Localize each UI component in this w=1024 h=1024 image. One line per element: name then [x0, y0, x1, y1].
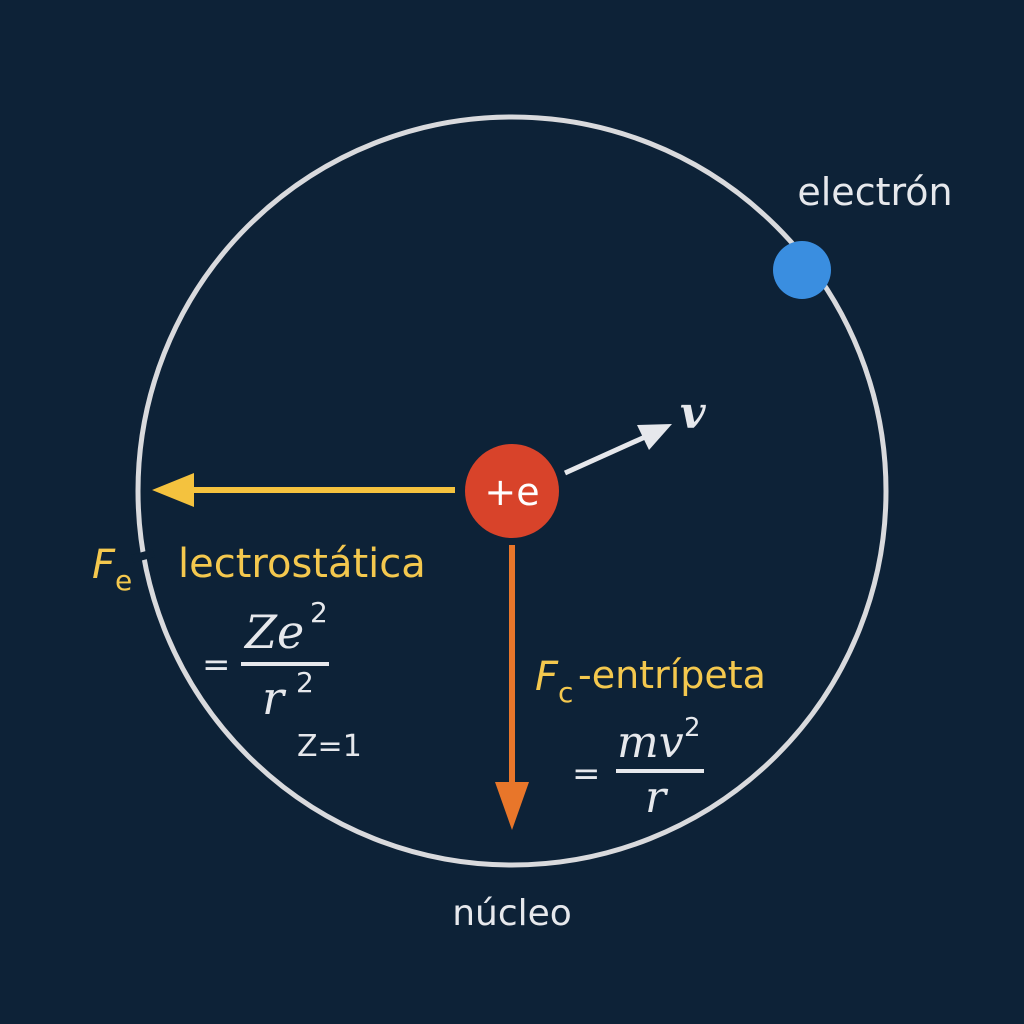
electrostatic-label: lectrostática [178, 541, 426, 587]
velocity-label: v [680, 388, 706, 439]
centripetal-force-arrow [495, 545, 529, 830]
fc-symbol: F [535, 654, 559, 700]
nucleus-label: núcleo [452, 893, 572, 934]
fc-equals: = [572, 754, 601, 794]
fe-symbol: F [92, 542, 116, 588]
fe-numerator-exponent: 2 [310, 596, 328, 629]
orbit-gap [131, 549, 155, 563]
z-value-note: Z=1 [297, 729, 362, 764]
electron-label: electrón [797, 170, 952, 214]
fe-denominator: r [262, 671, 287, 725]
fe-equals: = [202, 645, 231, 685]
fc-numerator: mv [617, 717, 684, 768]
velocity-arrow [563, 424, 672, 476]
fe-numerator: Ze [243, 605, 304, 659]
fe-subscript: e [115, 564, 132, 597]
fc-numerator-exponent: 2 [684, 713, 701, 743]
fe-denominator-exponent: 2 [296, 666, 314, 699]
electrostatic-force-arrow [152, 473, 455, 507]
electron [773, 241, 831, 299]
centripetal-label: -entrípeta [578, 653, 766, 697]
fc-subscript: c [558, 676, 573, 709]
nucleus [465, 444, 559, 538]
nucleus-charge-label: +e [484, 470, 539, 514]
fc-denominator: r [645, 772, 669, 823]
orbit-circle [135, 114, 889, 868]
